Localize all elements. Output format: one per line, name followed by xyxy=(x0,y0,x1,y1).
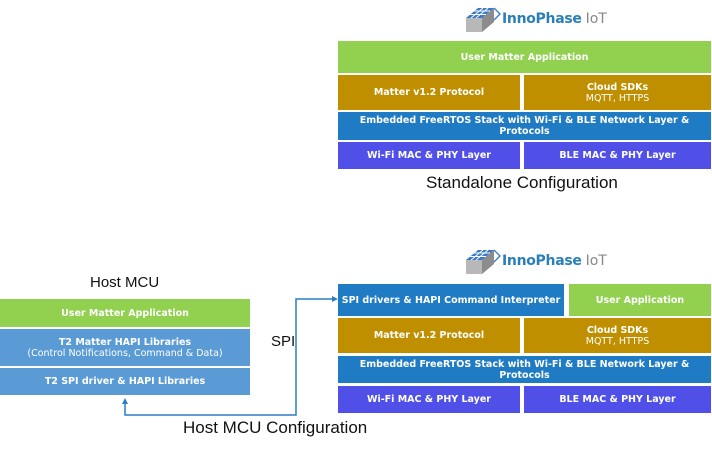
block-label: Matter v1.2 Protocol xyxy=(373,87,485,98)
host-block-spi-driver: T2 SPI driver & HAPI Libraries xyxy=(0,368,250,395)
block-matter-protocol: Matter v1.2 Protocol xyxy=(338,75,520,110)
host-block-hapi-libraries: T2 Matter HAPI Libraries (Control Notifi… xyxy=(0,329,250,366)
block-label: User Matter Application xyxy=(61,307,189,319)
block-matter-protocol-host: Matter v1.2 Protocol xyxy=(338,318,520,353)
block-label: Wi-Fi MAC & PHY Layer xyxy=(366,394,491,405)
block-label: T2 Matter HAPI Libraries xyxy=(58,336,192,348)
block-cloud-sdks: Cloud SDKs MQTT, HTTPS xyxy=(524,75,711,110)
logo-suffix: IoT xyxy=(585,253,607,269)
block-label: T2 SPI driver & HAPI Libraries xyxy=(44,376,206,387)
block-label: Wi-Fi MAC & PHY Layer xyxy=(366,150,491,161)
block-wifi-mac-phy: Wi-Fi MAC & PHY Layer xyxy=(338,142,520,169)
block-sublabel: MQTT, HTTPS xyxy=(585,92,650,104)
block-cloud-sdks-host: Cloud SDKs MQTT, HTTPS xyxy=(524,318,711,353)
standalone-caption: Standalone Configuration xyxy=(426,173,618,192)
logo-suffix: IoT xyxy=(585,11,607,27)
block-sublabel: MQTT, HTTPS xyxy=(585,335,650,347)
block-ble-mac-phy: BLE MAC & PHY Layer xyxy=(524,142,711,169)
innophase-cube-icon xyxy=(466,249,501,274)
host-block-user-matter-application: User Matter Application xyxy=(0,299,250,327)
block-ble-mac-phy-host: BLE MAC & PHY Layer xyxy=(524,386,711,413)
innophase-logo-host: InnoPhase IoT xyxy=(464,246,607,276)
block-label: Embedded FreeRTOS Stack with Wi-Fi & BLE… xyxy=(359,115,690,137)
block-freertos-stack-host: Embedded FreeRTOS Stack with Wi-Fi & BLE… xyxy=(338,356,711,383)
block-user-application: User Application xyxy=(569,284,711,316)
block-label: Cloud SDKs xyxy=(586,81,649,93)
host-mcu-title: Host MCU xyxy=(90,274,160,291)
block-wifi-mac-phy-host: Wi-Fi MAC & PHY Layer xyxy=(338,386,520,413)
block-label: BLE MAC & PHY Layer xyxy=(559,150,676,161)
block-label: Cloud SDKs xyxy=(586,324,649,336)
block-sublabel: (Control Notifications, Command & Data) xyxy=(27,347,223,359)
block-label: User Matter Application xyxy=(460,51,589,63)
innophase-cube-icon xyxy=(466,7,501,32)
host-config-caption: Host MCU Configuration xyxy=(183,418,368,437)
block-label: SPI drivers & HAPI Command Interpreter xyxy=(341,294,561,306)
block-freertos-stack: Embedded FreeRTOS Stack with Wi-Fi & BLE… xyxy=(338,112,711,140)
logo-brand: InnoPhase xyxy=(502,253,582,269)
block-label: BLE MAC & PHY Layer xyxy=(559,394,676,405)
arrowhead-right-icon xyxy=(332,296,338,302)
logo-brand: InnoPhase xyxy=(502,11,582,27)
block-spi-hapi-interpreter: SPI drivers & HAPI Command Interpreter xyxy=(338,284,564,316)
block-label: User Application xyxy=(595,294,685,306)
block-label: Embedded FreeRTOS Stack with Wi-Fi & BLE… xyxy=(359,358,690,381)
arrowhead-up-icon xyxy=(122,398,128,404)
block-user-matter-application: User Matter Application xyxy=(338,41,711,73)
spi-link-label: SPI xyxy=(271,333,296,350)
innophase-logo-standalone: InnoPhase IoT xyxy=(464,4,607,34)
block-label: Matter v1.2 Protocol xyxy=(373,330,485,341)
spi-connector-line xyxy=(124,298,334,416)
